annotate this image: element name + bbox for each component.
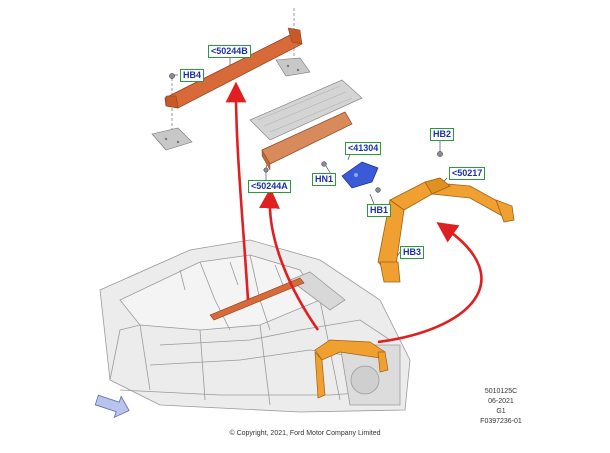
arrow-roof-bow: [225, 81, 250, 301]
vehicle-body-shell: [99, 239, 411, 413]
installation-arrows: [225, 81, 483, 344]
fastener-hn1-icon: [321, 161, 327, 167]
fastener-hb4-icon: [169, 73, 175, 79]
mounting-brackets: [151, 57, 311, 151]
callout-hn1: HN1: [312, 173, 337, 186]
installed-roof-bow: [209, 277, 305, 321]
callout-hb4: HB4: [180, 69, 205, 82]
drawing-code: 5010125C: [484, 388, 518, 395]
callout-hb2: HB2: [430, 128, 455, 141]
callout-hb3: HB3: [400, 246, 425, 259]
roof-header-panel: [261, 111, 353, 171]
callout-41304: <41304: [345, 142, 382, 155]
roof-reinforcement-panel: [249, 79, 363, 141]
drawing-meta: 5010125C 06-2021 G1 F0397236-01: [470, 387, 532, 427]
blue-bracket-part: [341, 161, 379, 189]
arrow-panel: [259, 187, 320, 331]
callout-hb1: HB1: [367, 204, 392, 217]
callout-50244b: <50244B: [208, 45, 251, 58]
fastener-50244a-icon: [263, 167, 269, 173]
rear-brace-part: [377, 177, 515, 283]
arrow-brace: [377, 222, 483, 344]
callout-50244a: <50244A: [248, 180, 291, 193]
fastener-hb2-icon: [437, 151, 443, 157]
bracket-left: [151, 127, 193, 151]
bracket-holes: [164, 64, 300, 144]
drawing-fig: F0397236-01: [480, 418, 522, 425]
drawing-rev: G1: [496, 408, 506, 415]
fastener-hb1-icon: [375, 187, 381, 193]
drawing-date: 06-2021: [488, 398, 514, 405]
orientation-arrow-icon: [94, 394, 130, 419]
bracket-top: [275, 57, 311, 77]
roof-bow-part: [164, 27, 303, 109]
installed-rear-brace: [314, 339, 389, 399]
copyright-notice: © Copyright, 2021, Ford Motor Company Li…: [229, 430, 381, 437]
callout-50217: <50217: [449, 167, 486, 180]
